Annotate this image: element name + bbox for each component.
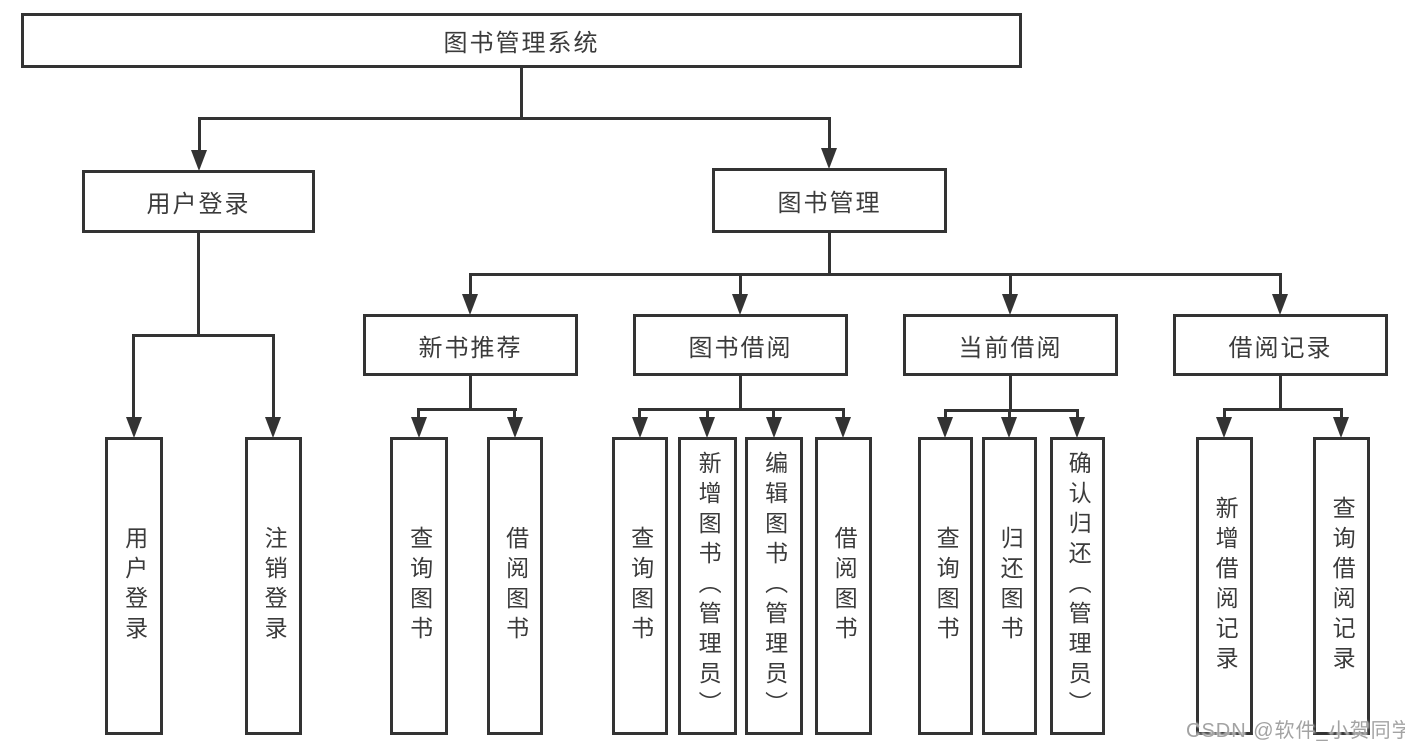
node-new-book-recommend: 新书推荐 <box>363 314 578 376</box>
node-label: 图书借阅 <box>688 334 793 362</box>
arrow-down-icon <box>191 150 207 171</box>
node-label: 用户登录 <box>121 526 148 646</box>
node-book-management: 图书管理 <box>712 168 947 233</box>
arrow-down-icon <box>632 417 648 438</box>
connector-book-borrow-hline <box>638 408 845 411</box>
leaf-borrow-books: 借阅图书 <box>815 437 872 735</box>
connector-branch-leaf-logout <box>272 334 275 419</box>
connector-branch <box>417 408 420 420</box>
node-label: 新增图书（管理员） <box>695 451 722 721</box>
connector-current-borrow-stub <box>1009 376 1012 412</box>
connector-new-book-hline <box>417 408 517 411</box>
arrow-down-icon <box>835 417 851 438</box>
node-label: 归还图书 <box>997 526 1024 646</box>
leaf-user-login: 用户登录 <box>105 437 163 735</box>
connector-branch <box>1340 408 1343 420</box>
arrow-down-icon <box>1333 417 1349 438</box>
leaf-query-books-recommend: 查询图书 <box>390 437 448 735</box>
connector-new-book-stub <box>469 376 472 411</box>
node-label: 图书管理系统 <box>443 30 600 57</box>
leaf-add-books-admin: 新增图书（管理员） <box>678 437 737 735</box>
connector-user-login-hline <box>132 334 275 337</box>
node-label: 注销登录 <box>261 526 288 646</box>
node-book-borrow: 图书借阅 <box>633 314 848 376</box>
arrow-down-icon <box>766 417 782 438</box>
watermark: CSDN @软件_小贺同学 <box>1186 720 1405 742</box>
node-label: 新书推荐 <box>418 334 523 362</box>
connector-root-stub <box>520 68 523 120</box>
connector-branch <box>772 408 775 420</box>
leaf-query-books-borrow: 查询图书 <box>612 437 668 735</box>
arrow-down-icon <box>462 294 478 315</box>
arrow-down-icon <box>1002 294 1018 315</box>
node-user-login: 用户登录 <box>82 170 315 233</box>
node-label: 借阅图书 <box>502 526 529 646</box>
leaf-query-books-current: 查询图书 <box>918 437 973 735</box>
node-label: 编辑图书（管理员） <box>761 451 788 721</box>
connector-borrow-records-stub <box>1279 376 1282 411</box>
arrow-down-icon <box>265 417 281 438</box>
connector-branch <box>513 408 516 420</box>
connector-branch <box>706 408 709 420</box>
leaf-logout-login: 注销登录 <box>245 437 302 735</box>
connector-branch-current-borrow <box>1009 273 1012 296</box>
arrow-down-icon <box>937 417 953 438</box>
connector-current-borrow-hline <box>944 409 1079 412</box>
node-label: 用户登录 <box>146 191 251 218</box>
arrow-down-icon <box>1001 417 1017 438</box>
arrow-down-icon <box>732 294 748 315</box>
connector-borrow-records-hline <box>1223 408 1343 411</box>
node-label: 图书管理 <box>777 190 882 217</box>
connector-branch <box>1076 409 1079 420</box>
node-library-management-system: 图书管理系统 <box>21 13 1022 68</box>
arrow-down-icon <box>821 148 837 169</box>
node-label: 借阅记录 <box>1228 334 1333 362</box>
connector-branch <box>944 409 947 420</box>
leaf-add-borrow-record: 新增借阅记录 <box>1196 437 1253 735</box>
connector-branch-book-borrow <box>739 273 742 296</box>
arrow-down-icon <box>1216 417 1232 438</box>
leaf-return-books: 归还图书 <box>982 437 1037 735</box>
connector-branch <box>1223 408 1226 420</box>
connector-branch <box>1008 409 1011 420</box>
node-label: 确认归还（管理员） <box>1065 451 1092 721</box>
connector-branch-user-login <box>198 117 201 153</box>
leaf-borrow-books-recommend: 借阅图书 <box>487 437 543 735</box>
node-label: 查询图书 <box>627 526 654 646</box>
connector-book-management-hline <box>469 273 1282 276</box>
node-label: 查询借阅记录 <box>1329 496 1356 676</box>
arrow-down-icon <box>507 417 523 438</box>
arrow-down-icon <box>1069 417 1085 438</box>
node-label: 查询图书 <box>933 526 960 646</box>
connector-book-borrow-stub <box>739 376 742 411</box>
node-label: 当前借阅 <box>958 334 1063 362</box>
arrow-down-icon <box>126 417 142 438</box>
connector-branch-borrow-records <box>1279 273 1282 296</box>
node-borrow-records: 借阅记录 <box>1173 314 1388 376</box>
node-label: 新增借阅记录 <box>1212 496 1239 676</box>
connector-root-hline <box>198 117 831 120</box>
connector-branch-new-book <box>469 273 472 296</box>
connector-book-management-stub <box>828 233 831 276</box>
connector-branch-leaf-user-login <box>132 334 135 419</box>
arrow-down-icon <box>699 417 715 438</box>
arrow-down-icon <box>1272 294 1288 315</box>
connector-branch-book-management <box>828 117 831 151</box>
arrow-down-icon <box>411 417 427 438</box>
node-label: 查询图书 <box>406 526 433 646</box>
connector-branch <box>842 408 845 420</box>
node-current-borrow: 当前借阅 <box>903 314 1118 376</box>
connector-branch <box>638 408 641 420</box>
leaf-edit-books-admin: 编辑图书（管理员） <box>745 437 803 735</box>
connector-user-login-stub <box>197 233 200 337</box>
node-label: 借阅图书 <box>831 526 858 646</box>
leaf-confirm-return-admin: 确认归还（管理员） <box>1050 437 1105 735</box>
leaf-query-borrow-record: 查询借阅记录 <box>1313 437 1370 735</box>
